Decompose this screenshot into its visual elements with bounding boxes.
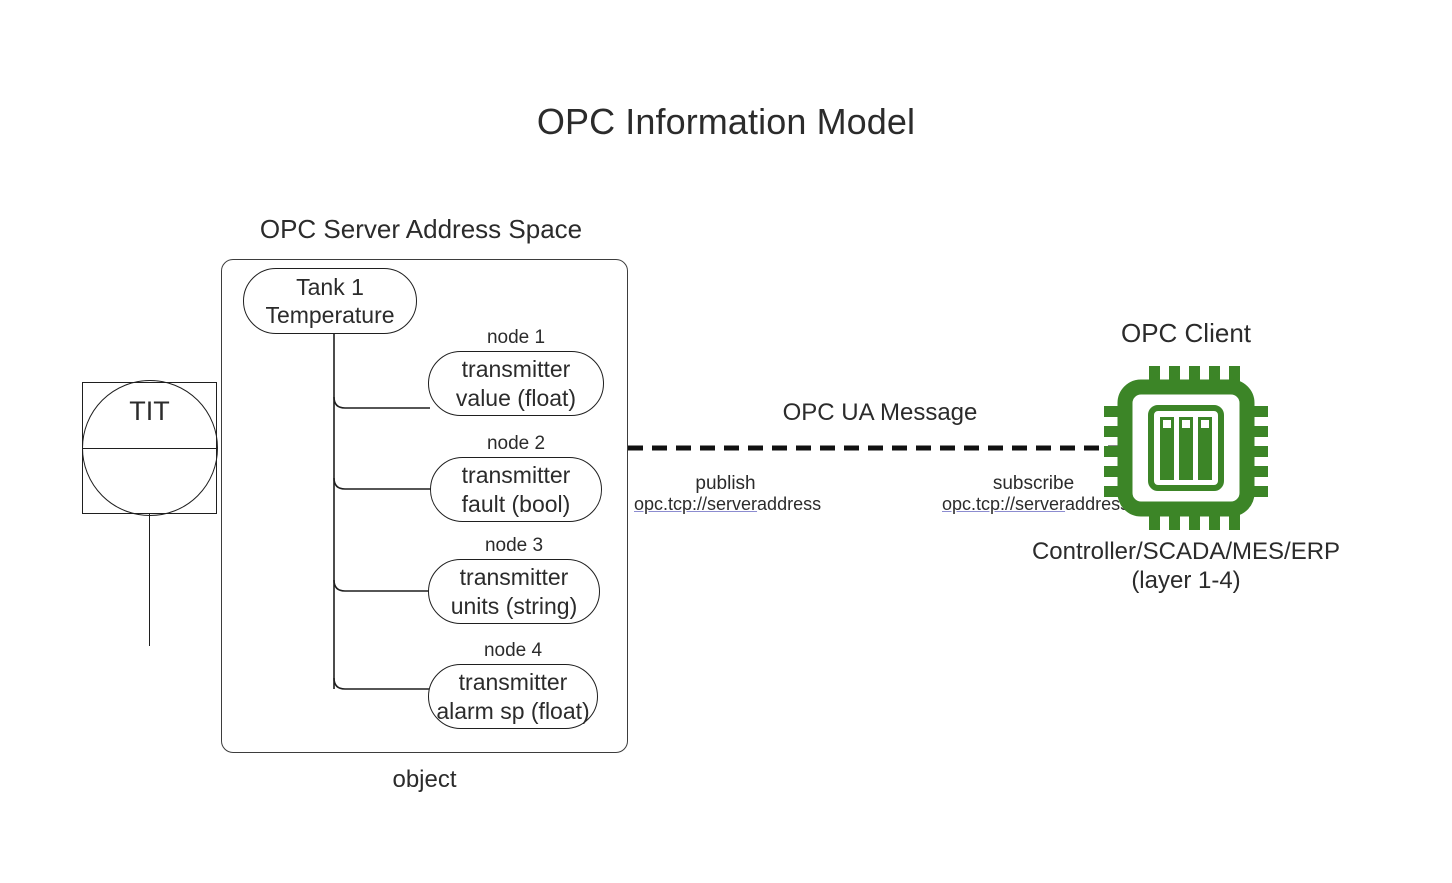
cpu-chip-icon-svg (1104, 366, 1268, 530)
node-tank-1-temperature[interactable]: Tank 1 Temperature (243, 268, 417, 334)
node-4-capsule[interactable]: transmitter alarm sp (float) (428, 664, 598, 729)
node-3-line1: transmitter (459, 564, 569, 591)
node-4-tag: node 4 (483, 640, 543, 661)
server-address-space-heading: OPC Server Address Space (259, 214, 583, 244)
publish-action-label: publish (695, 473, 756, 494)
node-4-line1: transmitter (458, 669, 568, 696)
publish-url-host: address (757, 494, 822, 514)
object-label: object (392, 766, 457, 793)
instrument-tit-symbol[interactable]: TIT (81, 380, 218, 516)
instrument-tag-label: TIT (129, 396, 170, 426)
node-1-tag: node 1 (486, 327, 546, 348)
chip-die-outline (1148, 405, 1224, 491)
node-1-line2: value (float) (455, 384, 577, 411)
node-root-line1: Tank 1 (296, 273, 364, 300)
opc-client-heading: OPC Client (1120, 318, 1252, 348)
instrument-stem-line (149, 514, 150, 646)
client-caption-line1: Controller/SCADA/MES/ERP (1031, 538, 1341, 565)
node-2-capsule[interactable]: transmitter fault (bool) (430, 457, 602, 522)
subscribe-endpoint-url[interactable]: opc.tcp://serveraddress (942, 494, 1129, 515)
publish-url-scheme: opc.tcp://server (634, 494, 758, 514)
chip-body-outline (1117, 379, 1255, 517)
node-4-line2: alarm sp (float) (436, 697, 590, 724)
subscribe-url-scheme: opc.tcp://server (942, 494, 1066, 514)
client-caption-line2: (layer 1-4) (1131, 567, 1241, 594)
node-3-line2: units (string) (450, 592, 578, 619)
node-root-line2: Temperature (265, 302, 395, 328)
instrument-divider-line (82, 448, 217, 449)
node-3-capsule[interactable]: transmitter units (string) (428, 559, 600, 624)
node-2-tag: node 2 (486, 433, 546, 454)
node-3-tag: node 3 (484, 535, 544, 556)
node-2-line1: transmitter (461, 462, 571, 489)
cpu-chip-icon[interactable] (1104, 366, 1268, 530)
node-2-line2: fault (bool) (461, 490, 571, 517)
subscribe-action-label: subscribe (992, 473, 1075, 494)
node-1-line1: transmitter (461, 356, 571, 383)
page-title: OPC Information Model (536, 101, 916, 142)
node-1-capsule[interactable]: transmitter value (float) (428, 351, 604, 416)
subscribe-url-host: address (1065, 494, 1130, 514)
publish-endpoint-url[interactable]: opc.tcp://serveraddress (634, 494, 821, 515)
opc-ua-message-label: OPC UA Message (782, 399, 978, 426)
chip-core-bars (1160, 417, 1212, 480)
